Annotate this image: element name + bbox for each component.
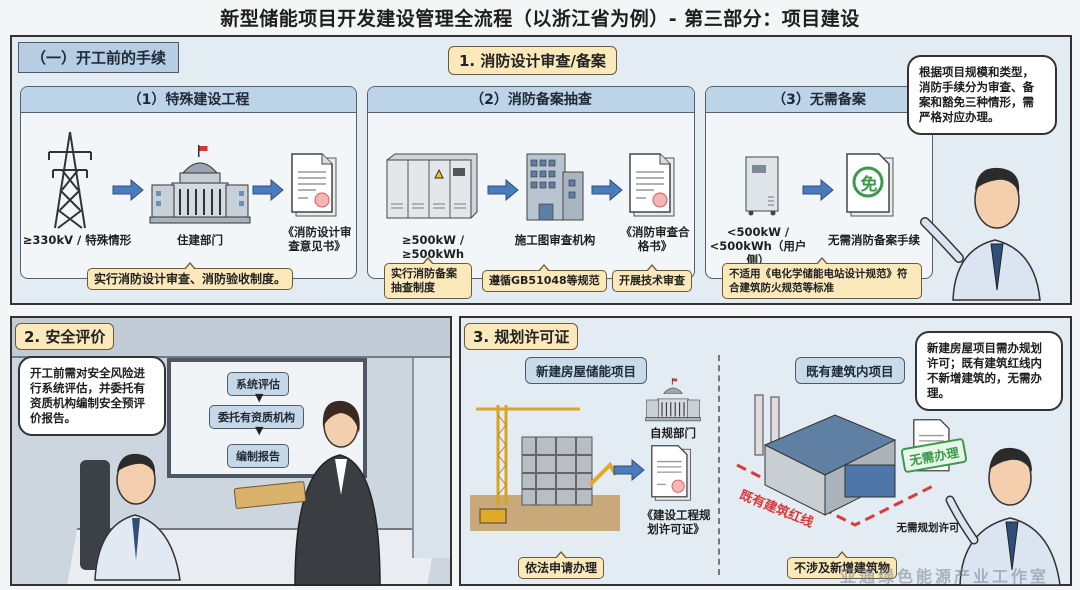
note-not-applicable-standard: 不适用《电化学储能电站设计规范》符合建筑防火规范等标准: [722, 257, 922, 299]
document-certificate-icon: [291, 153, 337, 217]
energy-storage-cabinet-icon: [386, 153, 478, 219]
transmission-tower-icon: [48, 131, 92, 229]
arrow-right-icon: [252, 178, 284, 202]
flow-arrow-down-icon: ▼: [255, 391, 264, 404]
exemption-document-icon: [846, 153, 894, 217]
businesswoman-illustration: [233, 400, 381, 586]
document-certificate-icon: [629, 153, 675, 217]
government-building-icon: [149, 145, 251, 224]
flow-step-system-assessment: 系统评估: [227, 372, 289, 396]
arrow-right-icon: [112, 178, 144, 202]
note-no-new-buildings: 不涉及新增建筑物: [787, 551, 898, 579]
label-no-fire-filing: 无需消防备案手续: [828, 233, 920, 247]
tag-existing-building-project: 既有建筑内项目: [795, 357, 905, 384]
card-title: （3）无需备案: [706, 87, 932, 113]
card-title: （2）消防备案抽查: [368, 87, 694, 113]
exemption-stamp-text: 免: [860, 175, 878, 195]
page-title: 新型储能项目开发建设管理全流程（以浙江省为例）- 第三部分：项目建设: [220, 8, 860, 30]
seated-man-illustration: [80, 453, 181, 581]
label-construction-planning-permit: 《建设工程规划许可证》: [641, 508, 711, 536]
label-planning-dept: 自规部门: [650, 426, 696, 440]
note-gb51048-standard: 遵循GB51048等规范: [482, 264, 607, 292]
office-building-icon: [526, 153, 584, 221]
presenter-man-illustration: [945, 447, 1061, 586]
label-fire-review-certificate: 《消防审查合格书》: [620, 225, 690, 253]
note-filing-spot-check: 实行消防备案抽查制度: [384, 257, 472, 299]
note-fire-review-system: 实行消防设计审查、消防验收制度。: [87, 262, 294, 290]
label-housing-dept: 住建部门: [177, 233, 223, 247]
card-no-filing-required: （3）无需备案: [705, 86, 933, 279]
heading-planning-permit: 3. 规划许可证: [464, 323, 579, 350]
heading-fire-design: 1. 消防设计审查/备案: [448, 46, 617, 75]
tag-new-building-project: 新建房屋储能项目: [525, 357, 648, 384]
arrow-right-icon: [591, 178, 623, 202]
label-small-capacity: <500kW / <500kWh（用户侧）: [709, 225, 807, 267]
presenter-man-illustration: [920, 167, 1041, 301]
label-voltage-threshold: ≥330kV / 特殊情形: [22, 233, 132, 247]
note-apply-by-law: 依法申请办理: [518, 551, 605, 579]
arrow-right-icon: [487, 178, 519, 202]
arrow-right-icon: [802, 178, 834, 202]
section-tag-pre-construction: （一）开工前的手续: [18, 42, 180, 73]
watermark: 亚通绿色能源产业工作室: [840, 567, 1050, 586]
speech-bubble-fire-procedures: 根据项目规模和类型，消防手续分为审查、备案和豁免三种情形，需严格对应办理。: [907, 55, 1057, 135]
government-building-icon: [645, 378, 701, 422]
label-fire-review-opinion: 《消防设计审查意见书》: [282, 225, 352, 253]
label-drawing-review-agency: 施工图审查机构: [514, 233, 596, 247]
divider-dashed: [718, 355, 720, 575]
construction-site-illustration: [470, 405, 620, 531]
heading-safety-evaluation: 2. 安全评价: [15, 323, 115, 350]
flow-arrow-down-icon: ▼: [255, 424, 264, 437]
arrow-right-icon: [613, 458, 645, 482]
label-capacity-threshold: ≥500kW / ≥500kWh: [401, 233, 465, 261]
speech-bubble-safety: 开工前需对安全风险进行系统评估，并委托有资质机构编制安全预评价报告。: [18, 356, 166, 436]
small-battery-cabinet-icon: [745, 156, 779, 216]
label-no-planning-permit: 无需规划许可: [896, 522, 960, 534]
note-technical-review: 开展技术审查: [612, 264, 692, 292]
flow-step-compile-report: 编制报告: [227, 444, 289, 468]
planning-permit-document-icon: [651, 445, 691, 501]
card-special-construction: （1）特殊建设工程: [20, 86, 357, 279]
flow-step-entrust-agency: 委托有资质机构: [209, 405, 304, 429]
factory-with-redline-illustration: [736, 394, 936, 527]
window: [412, 358, 450, 558]
card-title: （1）特殊建设工程: [21, 87, 356, 113]
speech-bubble-planning: 新建房屋项目需办规划许可；既有建筑红线内不新增建筑的，无需办理。: [915, 331, 1063, 411]
